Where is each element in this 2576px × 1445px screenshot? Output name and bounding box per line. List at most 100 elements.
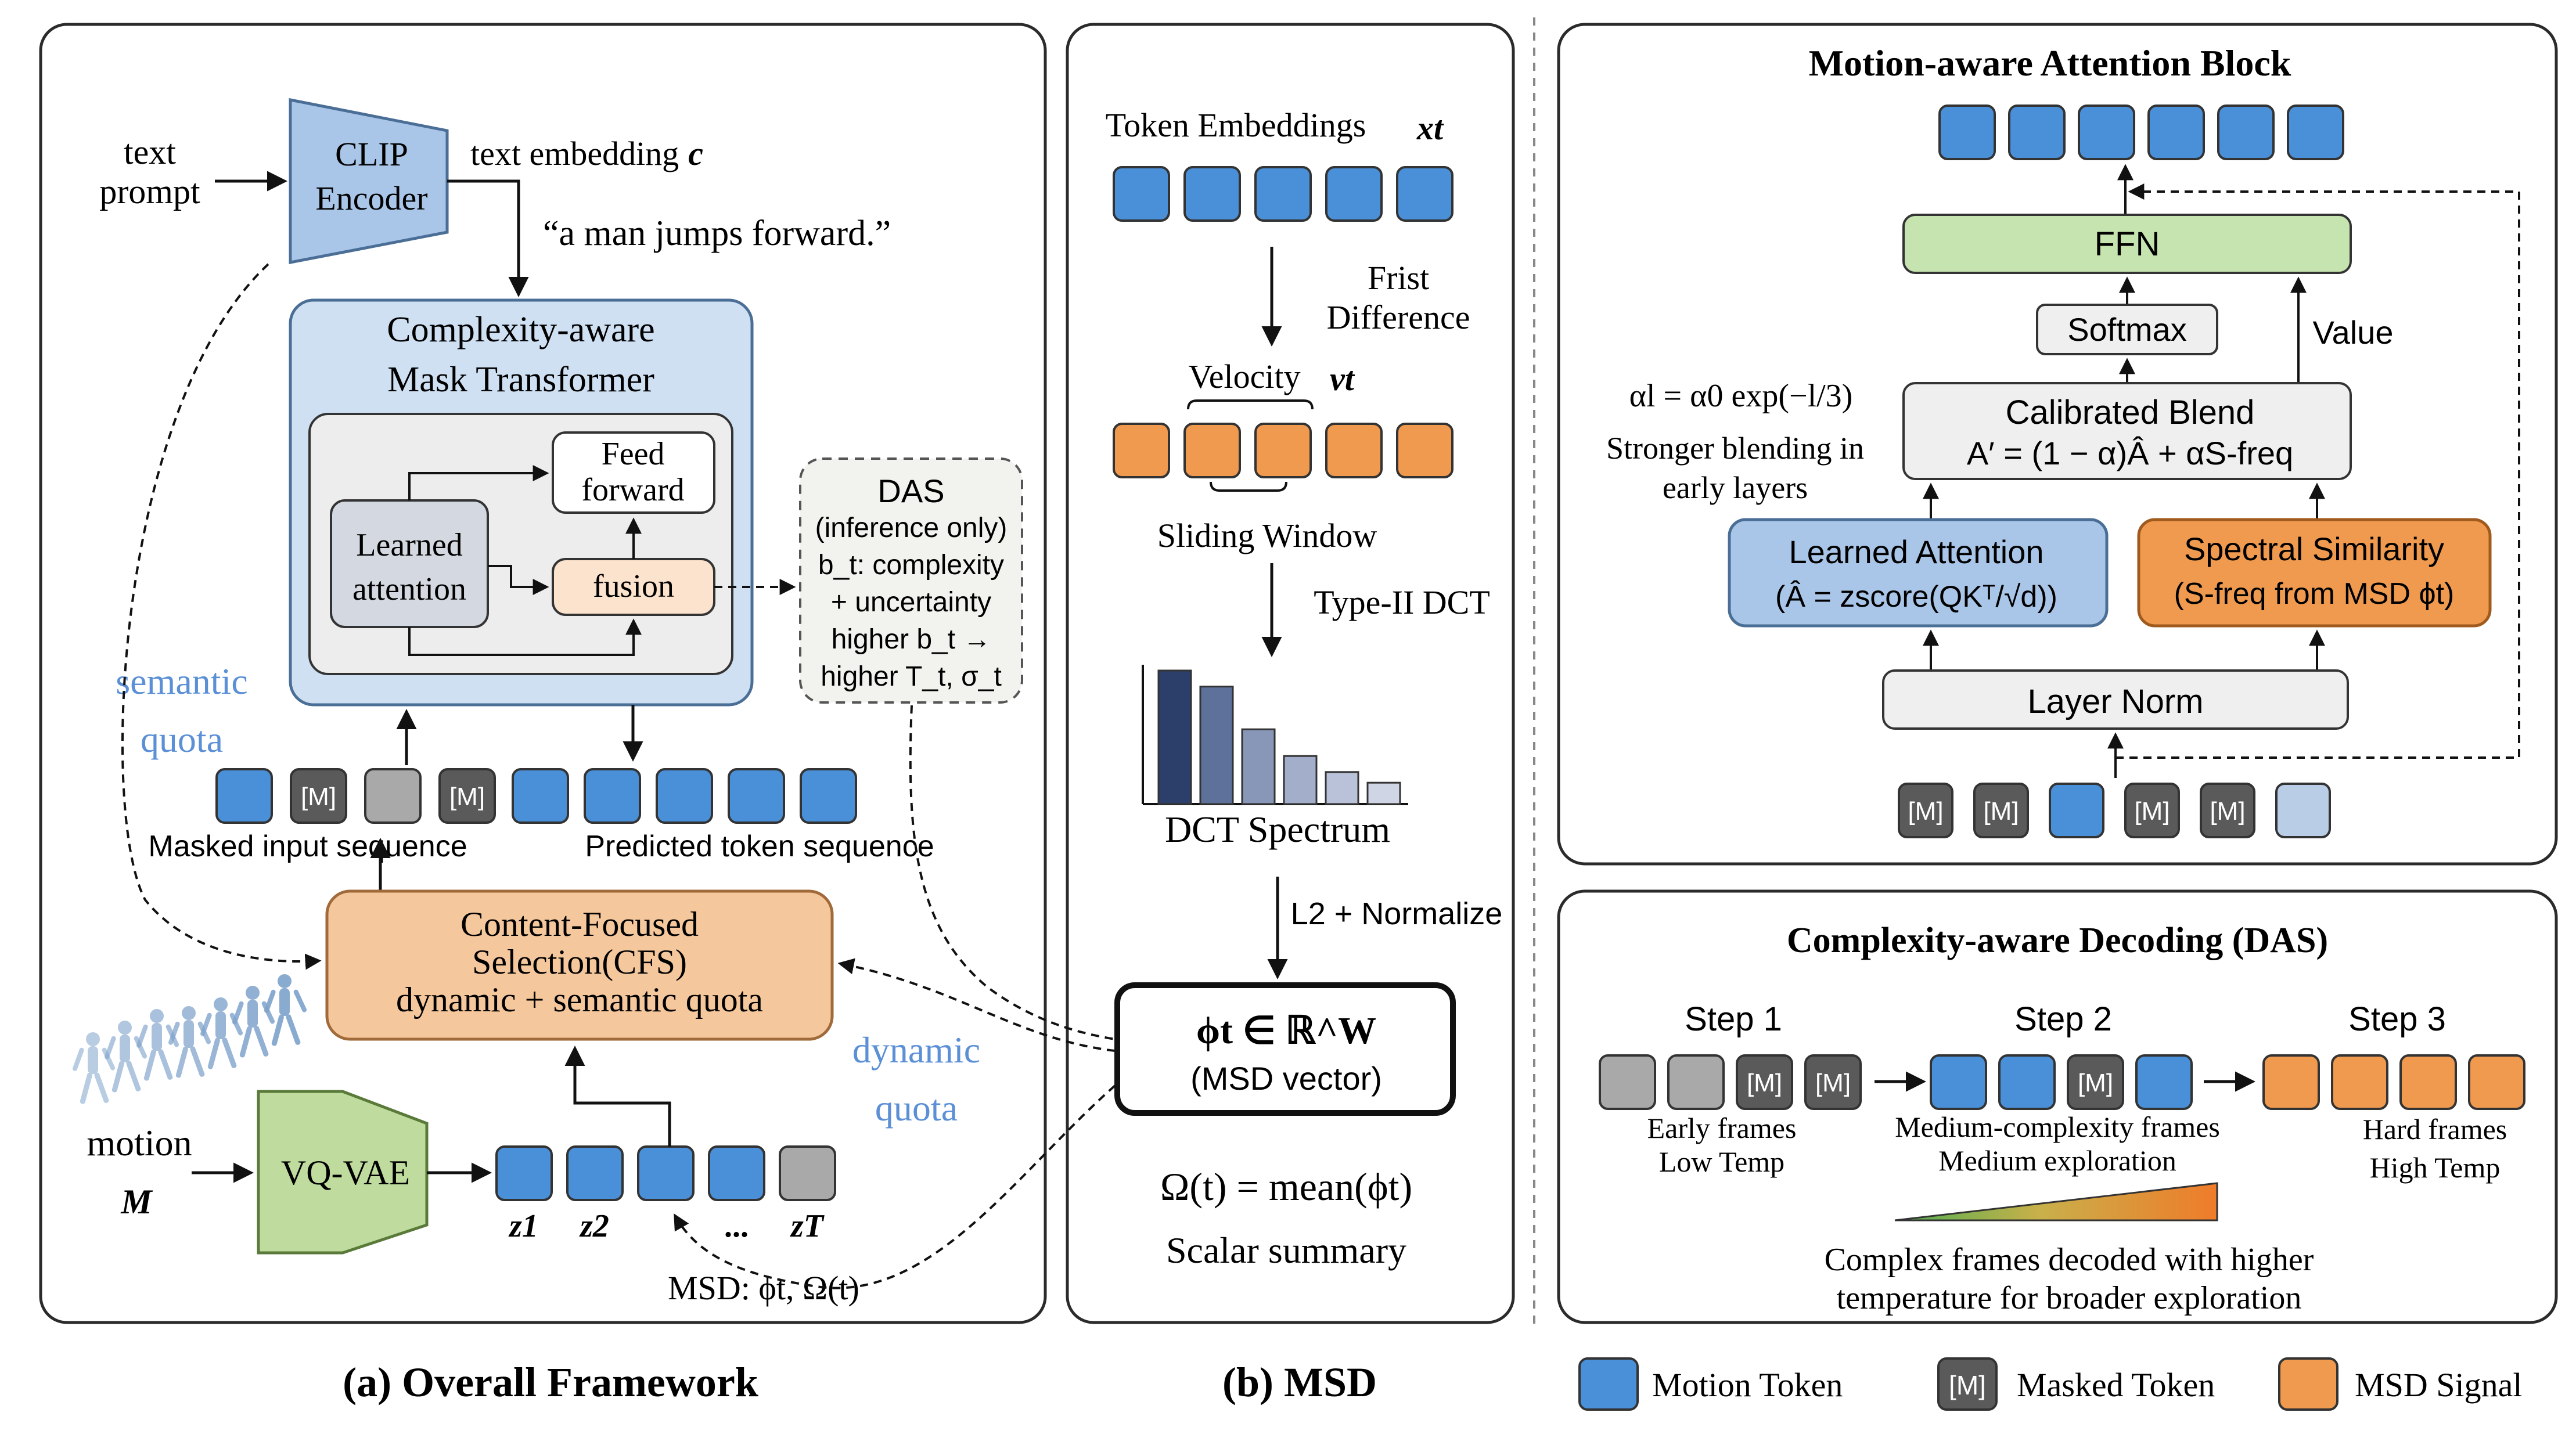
input-token-1: [M] [1973, 783, 2029, 838]
masked-input-token-1-label: [M] [301, 783, 336, 811]
step1-token-3-box [1804, 1054, 1862, 1110]
feed-forward-box [552, 431, 715, 514]
legend-masked-token-label: Masked Token [2017, 1366, 2215, 1404]
motion-figure-2 [136, 1009, 179, 1081]
motion-figure-torso [279, 988, 290, 1016]
output-token-4-box [2217, 104, 2275, 160]
dct-bar-4 [1325, 771, 1359, 805]
velocity-token-0-box [1113, 423, 1170, 478]
velocity-symbol: vt [1330, 360, 1355, 398]
motion-figure-arm [105, 1036, 116, 1060]
velocity-row [1113, 423, 1454, 478]
motion-figure-arm [264, 989, 276, 1013]
fusion-label: fusion [593, 568, 674, 604]
input-token-0: [M] [1898, 783, 1953, 838]
output-token-2-box [2078, 104, 2135, 160]
motion-figure-leg [111, 1061, 124, 1093]
output-token-5 [2287, 104, 2344, 160]
predicted-token-4-box [800, 768, 857, 824]
msd-label: MSD: ϕt, Ω(t) [668, 1269, 859, 1307]
sliding-window-bracket [1210, 481, 1287, 492]
motion-figure-torso [120, 1035, 130, 1062]
motion-figure-head [182, 1006, 196, 1020]
step1-token-1 [1667, 1054, 1725, 1110]
motion-figure-arm [232, 1001, 244, 1025]
step2-token-2-label: [M] [2078, 1069, 2113, 1097]
input-token-4-label: [M] [2210, 797, 2245, 826]
layer-norm-box [1882, 669, 2349, 730]
dct-spectrum-label: DCT Spectrum [1165, 809, 1390, 850]
input-token-2-box [2049, 783, 2104, 838]
semantic-quota-dashed-arrow [121, 263, 322, 970]
panel-a-caption: (a) Overall Framework [343, 1359, 758, 1406]
masked-input-token-0-box [215, 768, 273, 824]
motion-figure-0 [73, 1032, 116, 1104]
step1-token-1-box [1667, 1054, 1725, 1110]
input-token-5-box [2275, 783, 2331, 838]
ffn-box [1902, 214, 2352, 274]
input-token-2 [2049, 783, 2104, 838]
token-symbol: xt [1416, 109, 1444, 147]
motion-figure-leg [175, 1046, 188, 1078]
type-ii-dct-label: Type-II DCT [1314, 583, 1490, 621]
alpha-formula: αl = α0 exp(−l/3) [1629, 378, 1853, 414]
attention-to-ff-arrow [408, 465, 549, 500]
learned-attention-c-label: Learned Attention [1789, 534, 2043, 570]
masked-input-label: Masked input sequence [148, 830, 467, 863]
output-token-4 [2217, 104, 2275, 160]
token-embedding-4 [1396, 166, 1454, 222]
predicted-token-1 [584, 768, 641, 824]
softmax-label: Softmax [2067, 311, 2186, 348]
step2-token-1 [1998, 1054, 2056, 1110]
motion-figure-head [86, 1032, 100, 1046]
motion-figure-leg [94, 1072, 109, 1103]
latent-token-4-box [779, 1145, 836, 1201]
step1-token-3: [M] [1804, 1054, 1862, 1110]
velocity-token-2-box [1254, 423, 1312, 478]
das-note-title: DAS [877, 473, 944, 509]
output-token-1 [2008, 104, 2066, 160]
motion-figure-arm [229, 1012, 243, 1036]
legend-masked-token-swatch [1937, 1357, 1998, 1411]
step2-token-0 [1930, 1054, 1987, 1110]
motion-figure-head [246, 986, 260, 1000]
dct-spectrum-chart [1142, 665, 1408, 805]
cfs-box [325, 889, 834, 1041]
velocity-label: Velocity [1188, 358, 1300, 395]
token-embedding-0 [1113, 166, 1170, 222]
motion-label: motion [87, 1122, 192, 1163]
masked-input-token-1-box [290, 768, 347, 824]
motion-figure-leg [143, 1049, 156, 1081]
masked-input-token-2 [364, 768, 422, 824]
token-embedding-4-box [1396, 166, 1454, 222]
motion-figure-4 [200, 997, 243, 1069]
msd-to-tokens-dashed-arrow [674, 1084, 1116, 1289]
motion-figure-leg [271, 1014, 284, 1046]
l2-normalize-label: L2 + Normalize [1291, 896, 1503, 931]
das-to-msd-dashed-line [909, 705, 1116, 1040]
masked-input-token-0 [215, 768, 273, 824]
legend-masked-token-box-label: [M] [1949, 1370, 1986, 1400]
das-note-line-3: higher b_t → [832, 624, 991, 655]
calibrated-blend-box [1902, 382, 2352, 480]
motion-figure-torso [88, 1046, 98, 1074]
motion-figure-head [278, 974, 292, 988]
input-token-3-box [2124, 783, 2180, 838]
das-note-line-4: higher T_t, σ_t [821, 661, 1002, 692]
dct-bar-2 [1241, 728, 1276, 805]
step1-token-3-label: [M] [1815, 1069, 1851, 1097]
panel-b-caption: (b) MSD [1222, 1359, 1377, 1406]
vqvae-label: VQ-VAE [281, 1154, 410, 1192]
input-token-3: [M] [2124, 783, 2180, 838]
step3-token-3 [2468, 1054, 2525, 1110]
predicted-token-3 [728, 768, 785, 824]
